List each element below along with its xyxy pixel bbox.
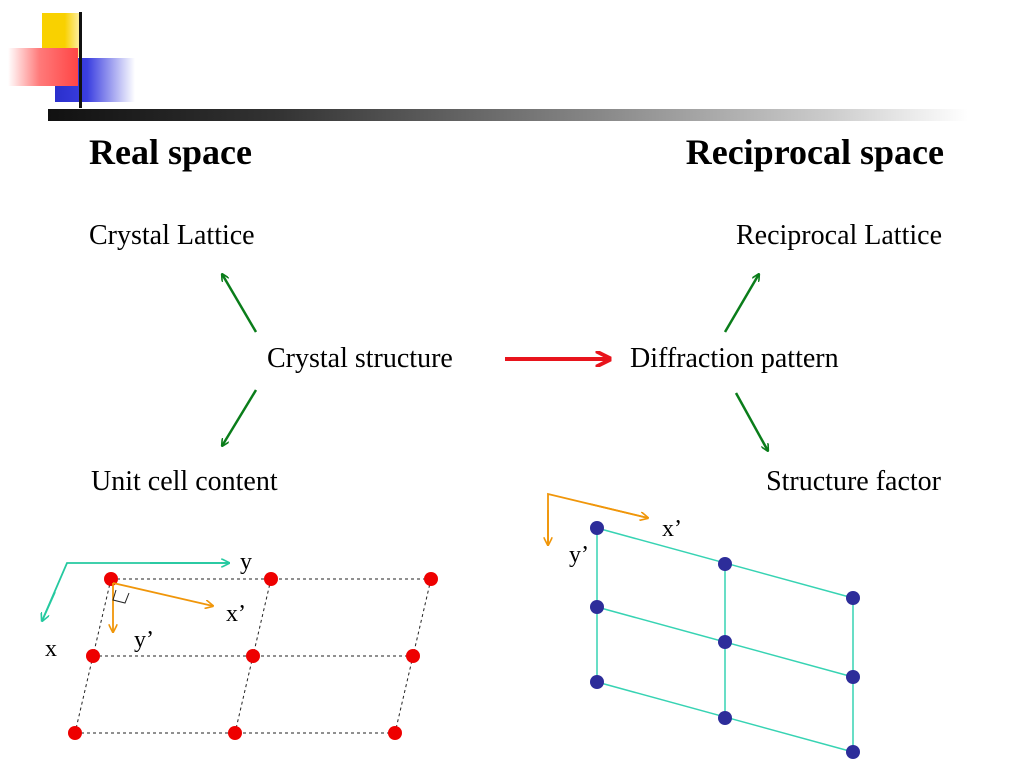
arrow-to-crystal-lattice xyxy=(222,274,258,333)
arrow-to-unit-cell-content xyxy=(222,389,258,446)
real-space-heading: Real space xyxy=(89,132,252,172)
real-x-prime-label: x’ xyxy=(226,601,246,627)
real-y-prime-label: y’ xyxy=(134,627,154,653)
unit-cell-content-label: Unit cell content xyxy=(91,466,278,497)
reciprocal-prime-axes xyxy=(548,492,648,545)
crystal-structure-label: Crystal structure xyxy=(267,343,453,374)
decor-gradient-bar xyxy=(48,109,968,121)
real-x-axis-label: x xyxy=(45,636,57,662)
arrow-to-structure-factor xyxy=(734,392,768,451)
structure-factor-label: Structure factor xyxy=(766,466,941,497)
reciprocal-x-prime-label: x’ xyxy=(662,516,682,542)
diffraction-pattern-label: Diffraction pattern xyxy=(630,343,839,374)
reciprocal-lattice-points xyxy=(590,521,860,759)
crystal-lattice-label: Crystal Lattice xyxy=(89,220,255,251)
arrow-to-reciprocal-lattice xyxy=(723,274,759,333)
reciprocal-lattice-label: Reciprocal Lattice xyxy=(736,220,942,251)
decor-vertical-line xyxy=(79,12,82,108)
decor-red-square xyxy=(8,48,78,86)
reciprocal-space-heading: Reciprocal space xyxy=(685,132,944,172)
real-xy-axes xyxy=(42,563,229,621)
right-angle-marker xyxy=(112,589,130,604)
real-lattice-points xyxy=(68,572,438,740)
real-y-axis-label: y xyxy=(240,549,252,575)
reciprocal-y-prime-label: y’ xyxy=(569,542,589,568)
real-prime-axes xyxy=(113,582,213,632)
